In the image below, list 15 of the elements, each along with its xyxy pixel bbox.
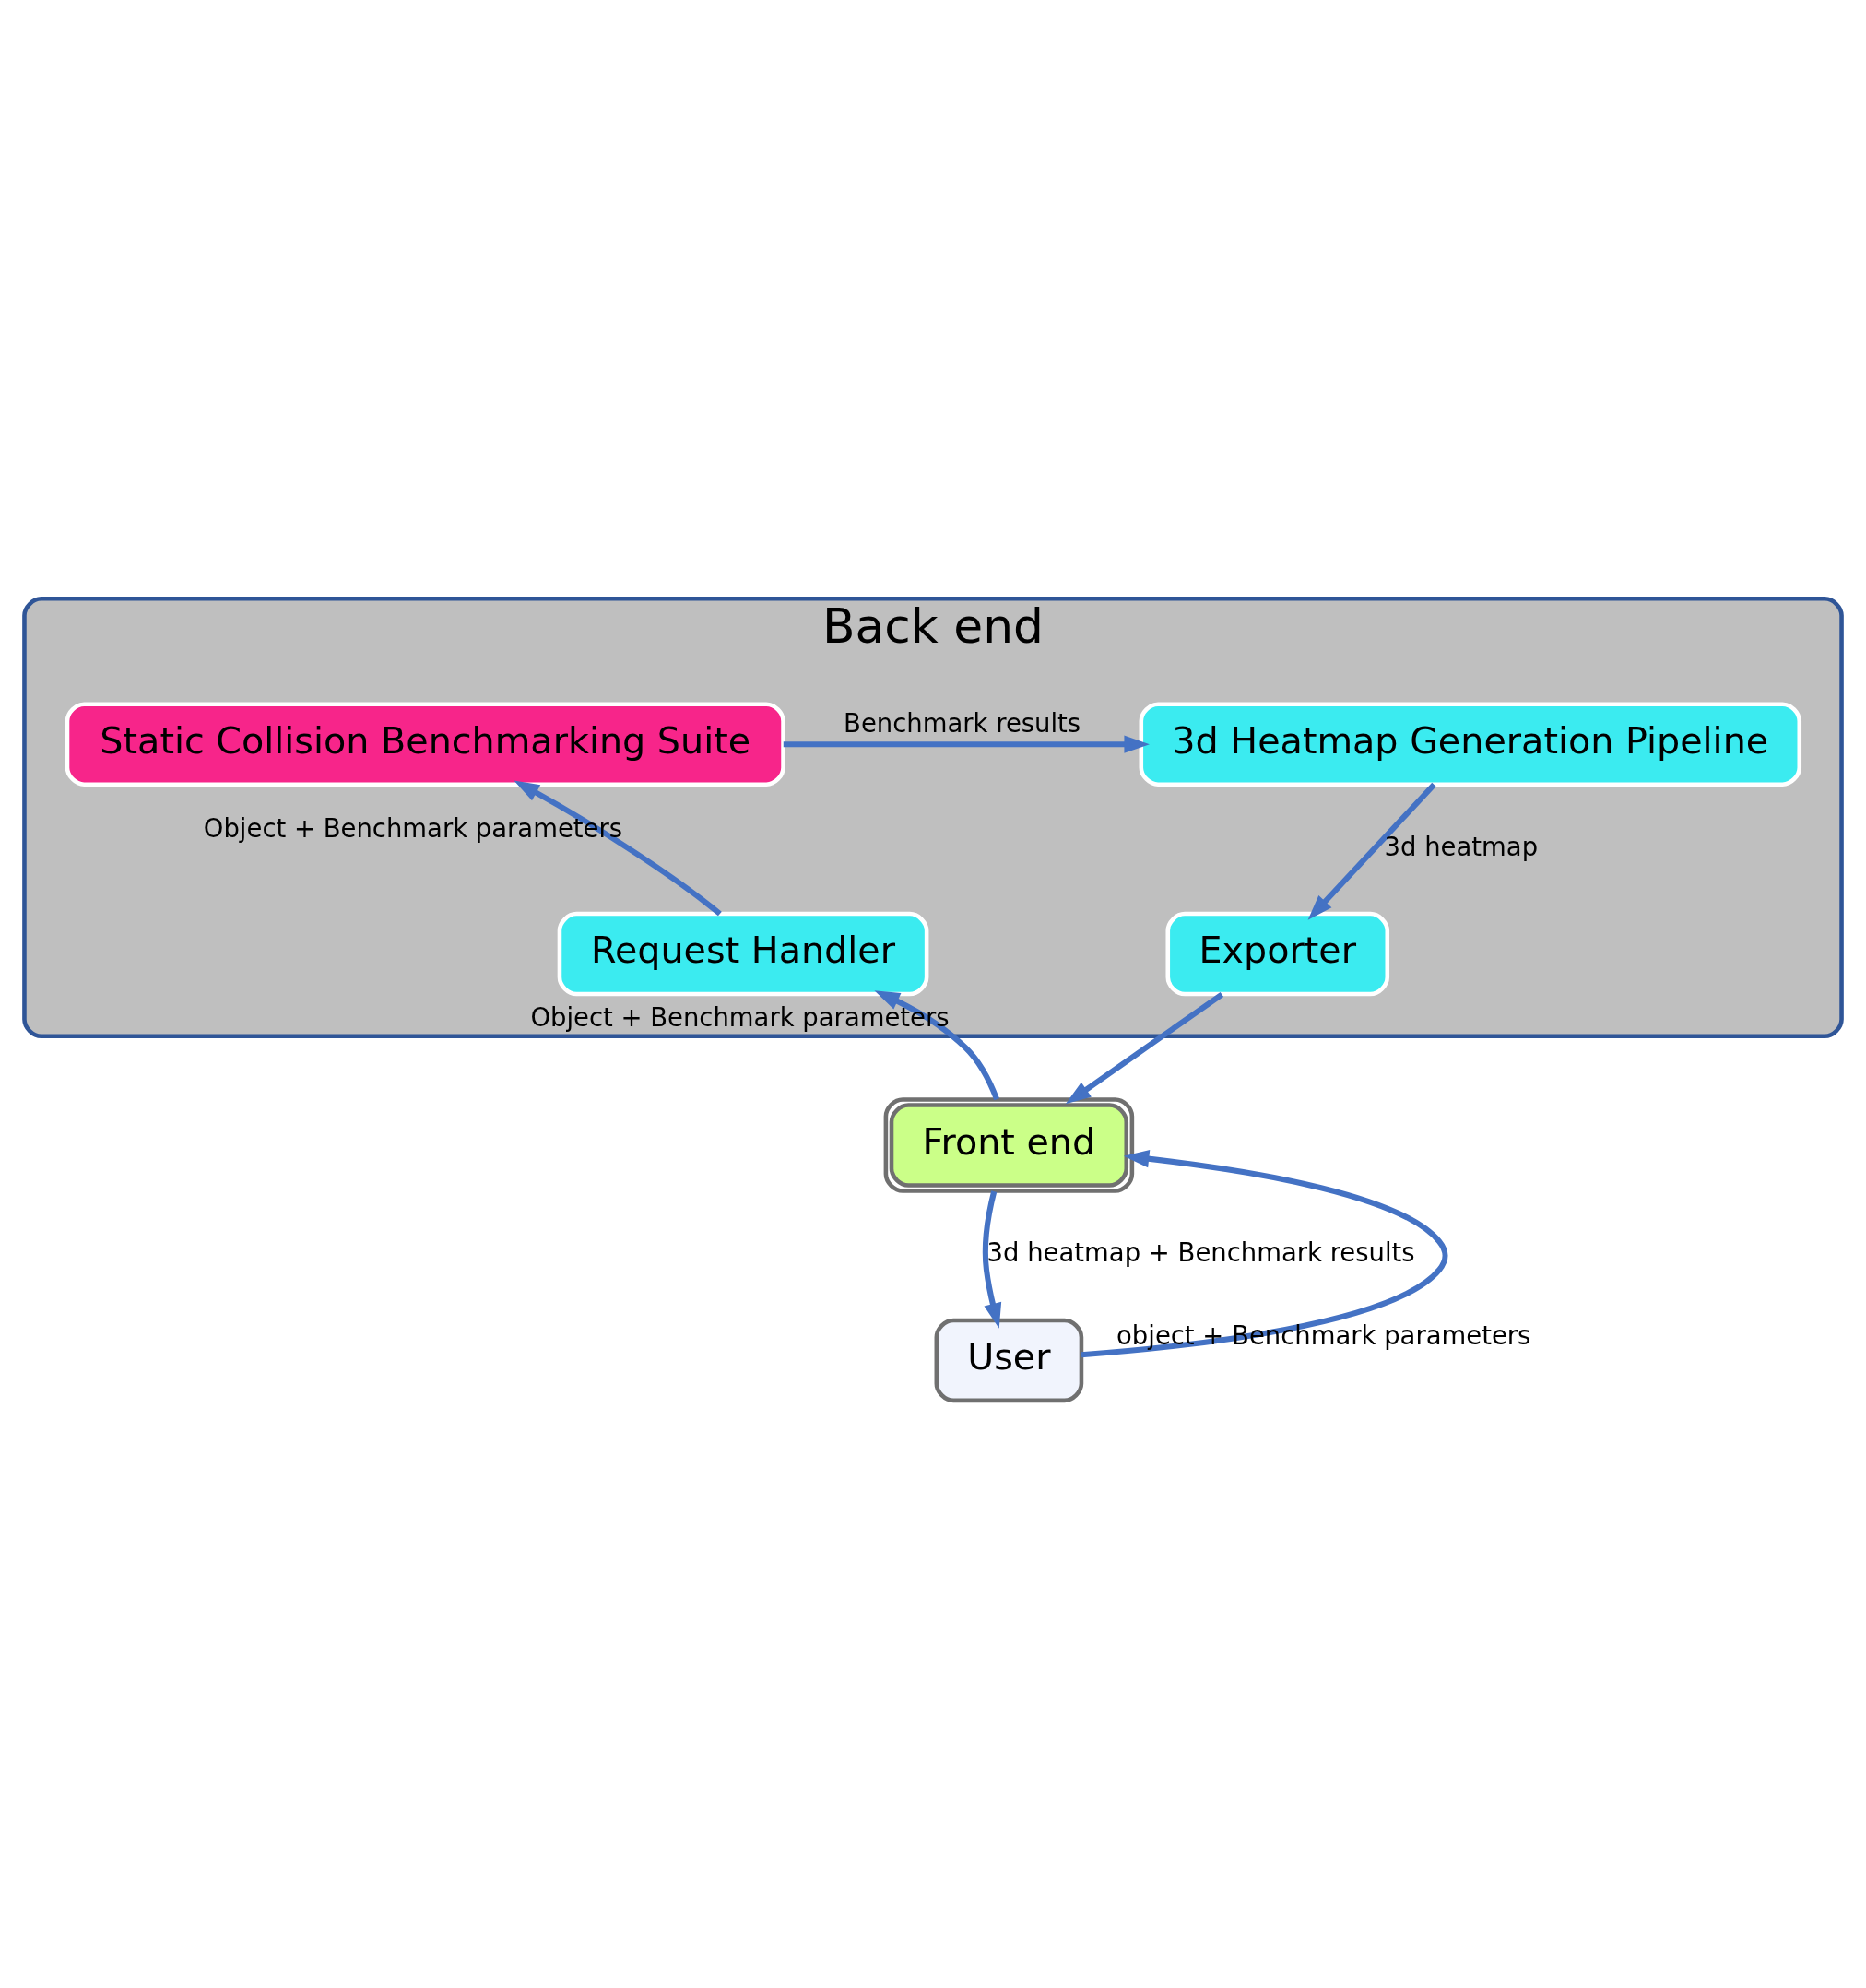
node-box: Exporter xyxy=(1165,911,1390,997)
node-box: User xyxy=(934,1318,1084,1403)
edge-label: 3d heatmap xyxy=(1384,832,1539,861)
node-box: Static Collision Benchmarking Suite xyxy=(65,702,785,787)
arrow xyxy=(783,735,1150,753)
arrow xyxy=(982,1190,1002,1329)
edge-label: 3d heatmap + Benchmark results xyxy=(986,1238,1415,1268)
arrow xyxy=(1065,991,1224,1105)
node-box: Front end xyxy=(883,1097,1135,1193)
node-box: 3d Heatmap Generation Pipeline xyxy=(1139,702,1802,787)
arrow xyxy=(1307,782,1436,920)
edge-label: Benchmark results xyxy=(844,709,1081,739)
node-box: Request Handler xyxy=(557,911,929,997)
arrow xyxy=(514,780,722,917)
arrow xyxy=(1081,1150,1448,1358)
